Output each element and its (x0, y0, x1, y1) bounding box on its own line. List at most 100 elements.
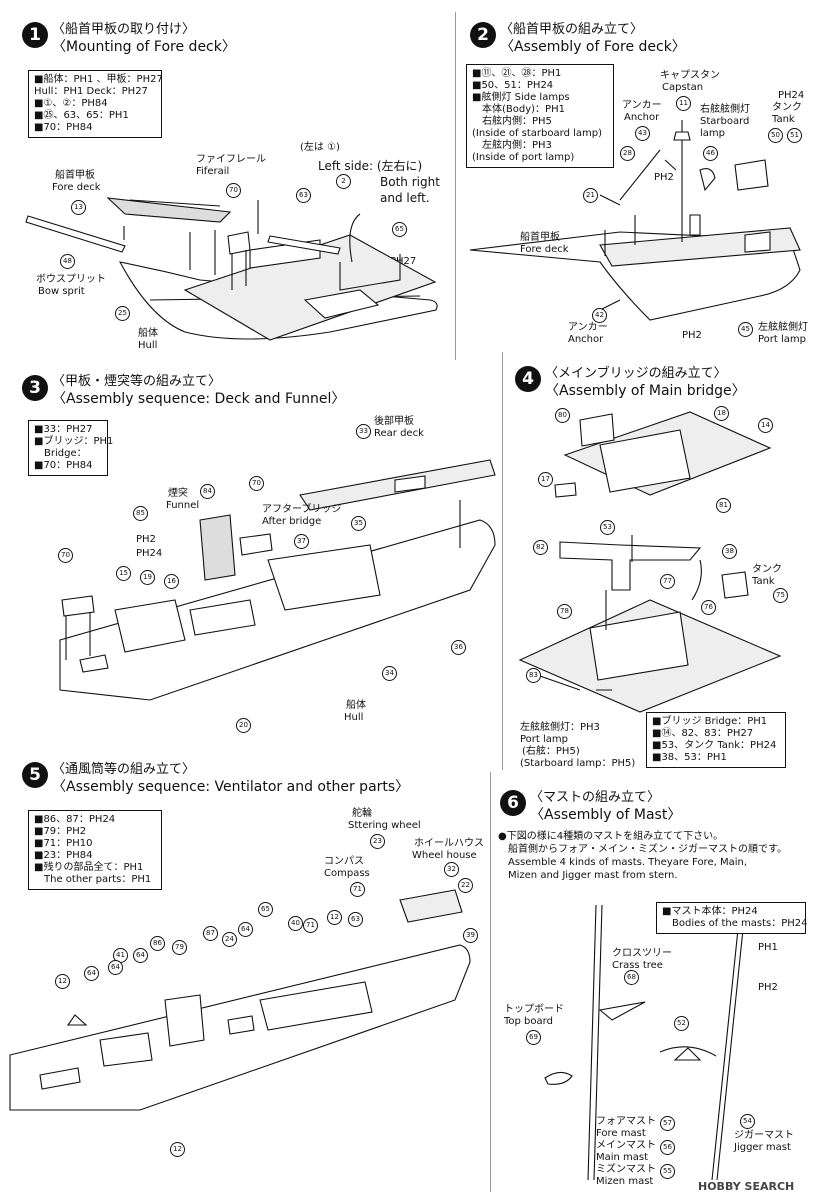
left-side-note: Left side: (左右に) (318, 159, 423, 173)
steering-wheel-label-jp: 舵輪 (352, 808, 372, 819)
box-line: (Inside of starboard lamp) (472, 128, 602, 139)
fore-mast-label-jp: フォアマスト (596, 1116, 656, 1127)
box-line: ■ブリッジ：PH1 (34, 436, 114, 447)
step-6-instructions: ●下図の様に4種類のマストを組み立てて下さい。 船首側からフォア・メイン・ミズン… (498, 830, 787, 882)
part-number: 65 (392, 222, 407, 237)
box-line: ■残りの部品全て：PH1 (34, 862, 144, 873)
cross-tree-label-en: Crass tree (612, 960, 663, 971)
part-number: 77 (660, 574, 675, 589)
funnel-label-en: Funnel (166, 500, 200, 511)
box-line: ■㉕、63、65：PH1 (34, 110, 129, 121)
part-number: 83 (526, 668, 541, 683)
part-number: 45 (738, 322, 753, 337)
part-number: 71 (350, 882, 365, 897)
starboard-lamp-label-en: (Starboard lamp：PH5) (520, 758, 636, 769)
part-number: 76 (701, 600, 716, 615)
part-number: 24 (222, 932, 237, 947)
watermark: HOBBY SEARCH (698, 1180, 795, 1193)
step-3-title-en: 〈Assembly sequence: Deck and Funnel〉 (52, 391, 346, 407)
instruction-line: Assemble 4 kinds of masts. Theyare Fore,… (508, 857, 748, 868)
ph-reference: PH2 (758, 982, 778, 993)
ph-reference: PH2 (682, 330, 702, 341)
part-number: 69 (526, 1030, 541, 1045)
jigger-mast-label-en: Jigger mast (734, 1142, 791, 1153)
part-number: 64 (133, 948, 148, 963)
part-number: 17 (538, 472, 553, 487)
funnel-label-jp: 煙突 (168, 488, 188, 499)
step-1-title-en: 〈Mounting of Fore deck〉 (52, 39, 236, 55)
part-number: 81 (716, 498, 731, 513)
anchor2-label-jp: アンカー (568, 322, 608, 333)
part-number: 34 (382, 666, 397, 681)
part-number: 12 (55, 974, 70, 989)
box-line: Bridge： (44, 448, 87, 459)
box-line: ■⑭、82、83：PH27 (652, 728, 754, 739)
rear-deck-label-jp: 後部甲板 (374, 416, 414, 427)
part-number: 79 (172, 940, 187, 955)
top-board-label-en: Top board (504, 1016, 553, 1027)
box-line: ■ブリッジ Bridge：PH1 (652, 716, 768, 727)
rear-deck-label-en: Rear deck (374, 428, 424, 439)
bowsprit-label-jp: ボウスプリット (36, 274, 106, 285)
part-number: 12 (327, 910, 342, 925)
divider (502, 352, 503, 770)
part-number: 20 (236, 718, 251, 733)
box-line: 右舷内側：PH5 (482, 116, 552, 127)
box-line: ■86、87：PH24 (34, 814, 116, 825)
part-number: 51 (787, 128, 802, 143)
step-4-title-en: 〈Assembly of Main bridge〉 (545, 383, 746, 399)
part-number: 56 (660, 1140, 675, 1155)
left-side-note: (左は ①) (300, 142, 340, 153)
step-3-title-jp: 〈甲板・煙突等の組み立て〉 (52, 374, 222, 389)
part-number: 19 (140, 570, 155, 585)
part-number: 36 (451, 640, 466, 655)
step-1-number: 1 (22, 22, 48, 48)
tank-label-jp: タンク (752, 564, 782, 575)
main-mast-label-jp: メインマスト (596, 1140, 656, 1151)
part-number: 75 (773, 588, 788, 603)
fore-deck-label-en: Fore deck (52, 182, 101, 193)
step-2-color-box: ■⑪、㉑、㉘：PH1 ■50、51：PH24 ■舷側灯 Side lamps 本… (466, 64, 614, 168)
mizen-mast-label-en: Mizen mast (596, 1176, 654, 1187)
part-number: 70 (226, 183, 241, 198)
part-number: 78 (557, 604, 572, 619)
part-number: 55 (660, 1164, 675, 1179)
wheel-house-label-jp: ホイールハウス (414, 838, 484, 849)
box-line: ■23：PH84 (34, 850, 93, 861)
port-lamp-label-en: Port lamp (520, 734, 568, 745)
tank-label-jp: タンク (772, 102, 802, 113)
step-1-color-box: ■船体：PH1 、甲板：PH27 Hull：PH1 Deck：PH27 ■①、②… (28, 70, 163, 138)
compass-label-en: Compass (324, 868, 370, 879)
steering-wheel-label-en: Sttering wheel (348, 820, 421, 831)
box-line: ■舷側灯 Side lamps (472, 92, 570, 103)
anchor-label-en: Anchor (624, 112, 660, 123)
part-number: 84 (200, 484, 215, 499)
bowsprit-label-en: Bow sprit (38, 286, 85, 297)
step-2-title-jp: 〈船首甲板の組み立て〉 (500, 22, 644, 37)
step-5-color-box: ■86、87：PH24 ■79：PH2 ■71：PH10 ■23：PH84 ■残… (28, 810, 162, 890)
step-2-number: 2 (470, 22, 496, 48)
fiferail-label-en: Fiferail (196, 166, 230, 177)
cross-tree-label-jp: クロスツリー (612, 948, 672, 959)
step-4-color-box: ■ブリッジ Bridge：PH1 ■⑭、82、83：PH27 ■53、タンク T… (646, 712, 786, 768)
box-line: ■①、②：PH84 (34, 98, 108, 109)
tank-label-en: Tank (772, 114, 795, 125)
left-side-note: Both right (380, 175, 440, 189)
part-number: 14 (758, 418, 773, 433)
part-number: 13 (71, 200, 86, 215)
part-number: 50 (768, 128, 783, 143)
part-number: 11 (676, 96, 691, 111)
ph-reference: PH2 (136, 534, 156, 545)
part-number: 71 (303, 918, 318, 933)
step-4-number: 4 (515, 366, 541, 392)
after-bridge-label-jp: アフターブリッジ (262, 504, 342, 515)
part-number: 22 (458, 878, 473, 893)
step-5-title-jp: 〈通風筒等の組み立て〉 (52, 762, 196, 777)
part-number: 37 (294, 534, 309, 549)
step-4-title-jp: 〈メインブリッジの組み立て〉 (545, 366, 727, 381)
jigger-mast-label-jp: ジガーマスト (734, 1130, 794, 1141)
box-line: ■マスト本体：PH24 (662, 906, 758, 917)
tank-label-en: Tank (752, 576, 775, 587)
part-number: 15 (116, 566, 131, 581)
